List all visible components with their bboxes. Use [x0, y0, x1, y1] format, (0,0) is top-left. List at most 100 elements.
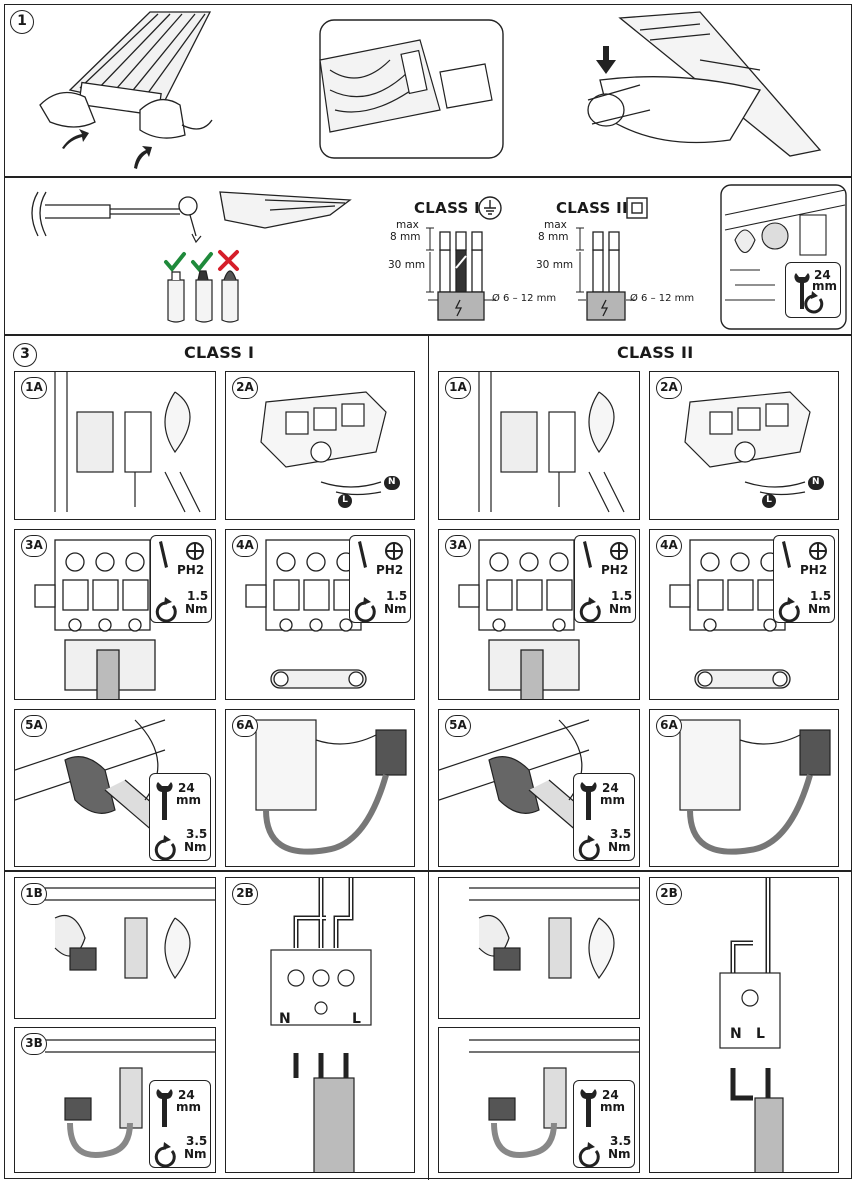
wrench-size: 24 — [178, 781, 195, 795]
tool-box-3a: PH2 1.5 Nm — [150, 535, 212, 623]
connector-illustration — [719, 878, 784, 1172]
terminal-front-illustration — [458, 539, 580, 699]
wrench-size: 24 — [602, 781, 619, 795]
panel-label: 6A — [232, 715, 258, 737]
torque-unit: Nm — [608, 1147, 631, 1161]
rotate-icon — [354, 597, 376, 623]
torque-value: 3.5 — [610, 1134, 632, 1148]
fixture-illustration — [478, 372, 625, 513]
step-3-marker: 3 — [13, 343, 37, 367]
torque-unit: Nm — [184, 840, 207, 854]
panel-label: 3A — [445, 535, 471, 557]
panel-class2-4a: 4A PH2 1.5 Nm — [649, 529, 839, 700]
wired-terminal-illustration — [679, 719, 831, 855]
wrench-size: 24 — [602, 1088, 619, 1102]
rotate-icon — [578, 1142, 600, 1168]
fixture-illustration — [54, 372, 201, 513]
panel-label: 5A — [445, 715, 471, 737]
tool-box-section2: 24 mm — [785, 262, 841, 318]
wrench-size: 24 — [178, 1088, 195, 1102]
panel-class1-3a: 3A PH2 1.5 Nm — [14, 529, 216, 700]
torque-unit: Nm — [808, 602, 831, 616]
screwdriver-icon — [358, 541, 367, 568]
wrench-icon — [156, 782, 173, 820]
torque-value: 3.5 — [186, 1134, 208, 1148]
label-n: N — [279, 1011, 291, 1027]
panel-label: 3A — [21, 535, 47, 557]
rotate-icon — [778, 597, 800, 623]
panel-class2-3a: 3A PH2 1.5 Nm — [438, 529, 640, 700]
section-2 — [4, 177, 852, 335]
torque-value: 1.5 — [386, 589, 408, 603]
label-l: L — [756, 1026, 765, 1042]
terminal-front-illustration — [669, 539, 791, 689]
panel-label: 1A — [21, 377, 47, 399]
torque-value: 1.5 — [187, 589, 209, 603]
torque-unit: Nm — [608, 840, 631, 854]
wrench-unit: mm — [600, 1100, 626, 1114]
arrow-down-icon — [596, 46, 616, 74]
wire-n-marker: N — [384, 476, 400, 490]
terminal-front-illustration — [34, 539, 156, 699]
tool-box-5a: 24 mm 3.5 Nm — [149, 773, 211, 861]
panel-class1-1a: 1A — [14, 371, 216, 520]
panel-class2-3b: 24 mm 3.5 Nm — [438, 1027, 640, 1173]
tool-box-3b: 24 mm 3.5 Nm — [149, 1080, 211, 1168]
torque-value: 1.5 — [611, 589, 633, 603]
wrench-icon — [580, 1089, 597, 1127]
dim-strip-1: 30 mm — [388, 259, 426, 271]
section3-class2-title: CLASS II — [617, 343, 694, 362]
wrench-unit: mm — [176, 793, 202, 807]
wrench-size: 24 — [814, 268, 831, 282]
tool-box-3a: PH2 1.5 Nm — [574, 535, 636, 623]
dim-max-2: max — [544, 219, 567, 231]
wrench-unit: mm — [176, 1100, 202, 1114]
section-b — [4, 871, 852, 1179]
label-l: L — [352, 1011, 361, 1027]
torque-value: 3.5 — [186, 827, 208, 841]
panel-class1-2b: 2B N N L — [225, 877, 415, 1173]
panel-class1-2a: 2A N L — [225, 371, 415, 520]
section-1 — [4, 4, 852, 177]
wrench-unit: mm — [600, 793, 626, 807]
panel-class2-1b — [438, 877, 640, 1019]
tool-box-3b: 24 mm 3.5 Nm — [573, 1080, 635, 1168]
panel-label: 1A — [445, 377, 471, 399]
panel-class1-3b: 3B 24 mm 3.5 Nm — [14, 1027, 216, 1173]
panel-class1-6a: 6A — [225, 709, 415, 867]
panel-class2-2a: 2A N L — [649, 371, 839, 520]
torque-value: 1.5 — [810, 589, 832, 603]
class2-icon — [626, 197, 648, 219]
phillips-icon — [610, 542, 628, 560]
panel-class2-6a: 6A — [649, 709, 839, 867]
wire-l-marker: L — [762, 494, 776, 508]
panel-label: 4A — [232, 535, 258, 557]
section2-illustrations — [31, 184, 847, 330]
wire-l-marker: L — [338, 494, 352, 508]
driver-type: PH2 — [601, 563, 629, 577]
dim-diameter-2: Ø 6 – 12 mm — [630, 293, 695, 304]
class2-label: CLASS II — [556, 199, 628, 217]
panel-label: 3B — [21, 1033, 47, 1055]
panel-label: 2A — [656, 377, 682, 399]
panel-label: 6A — [656, 715, 682, 737]
wrench-icon — [580, 782, 597, 820]
phillips-icon — [186, 542, 204, 560]
screwdriver-icon — [159, 541, 168, 568]
dim-maxlen-2: 8 mm — [538, 231, 569, 243]
fixture-illustration — [469, 1039, 639, 1158]
phillips-icon — [809, 542, 827, 560]
check-icon — [164, 252, 213, 273]
wire-n-marker: N — [808, 476, 824, 490]
panel-class2-1a: 1A — [438, 371, 640, 520]
terminal-illustration — [260, 391, 387, 496]
cross-icon — [218, 250, 239, 271]
dim-maxlen-1: 8 mm — [390, 231, 421, 243]
lightning-icon — [454, 299, 463, 317]
class1-label: CLASS I — [414, 199, 481, 217]
arrow-up-icon — [62, 129, 152, 169]
driver-type: PH2 — [800, 563, 828, 577]
panel-label: 1B — [21, 883, 47, 905]
dim-strip-2: 30 mm — [536, 259, 574, 271]
panel-label: 5A — [21, 715, 47, 737]
